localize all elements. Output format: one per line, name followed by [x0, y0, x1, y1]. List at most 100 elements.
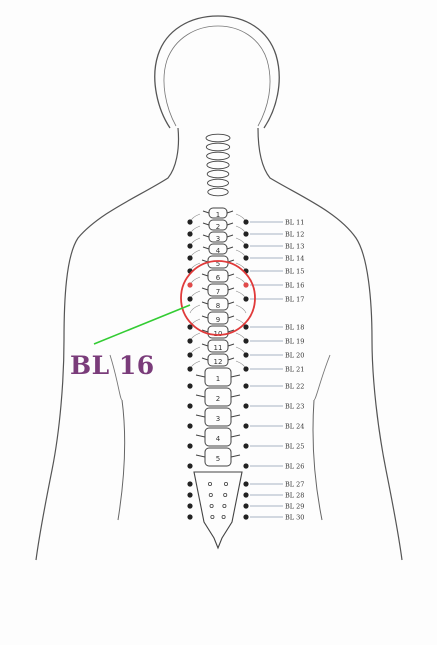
acupoint-label: BL 13	[285, 243, 304, 251]
acupoint-right	[243, 243, 249, 249]
acupoint-left	[187, 492, 193, 498]
sacral-foramen	[221, 515, 226, 520]
sacral-foramen	[210, 515, 215, 520]
acupoint-left	[187, 423, 193, 429]
transverse-process	[201, 357, 235, 361]
acupoint-label: BL 16	[285, 282, 304, 290]
transverse-process	[202, 210, 234, 214]
acupoint-left	[187, 219, 193, 225]
sacrum	[193, 471, 243, 550]
sacral-foramen	[209, 503, 214, 508]
acupoint-label: BL 18	[285, 324, 304, 332]
acupoint-label: BL 30	[285, 514, 304, 522]
transverse-process	[201, 273, 235, 277]
acupoint-left	[187, 352, 193, 358]
acupoint-right	[243, 514, 249, 520]
acupoint-left	[187, 231, 193, 237]
acupoint-right	[243, 481, 249, 487]
vertebra-number: 6	[216, 274, 221, 282]
vertebra-number: 10	[214, 330, 223, 338]
vertebra-number: 2	[216, 395, 220, 403]
acupoint-left	[187, 383, 193, 389]
acupoint-label: BL 22	[285, 383, 304, 391]
transverse-process	[202, 234, 234, 238]
acupoint-left	[187, 463, 193, 469]
transverse-process	[201, 259, 235, 263]
acupoint-label: BL 15	[285, 268, 304, 276]
vertebra-number: 7	[216, 288, 220, 296]
acupoint-label: BL 26	[285, 463, 304, 471]
transverse-process	[195, 414, 241, 418]
acupoint-right	[243, 443, 249, 449]
vertebra-number: 5	[216, 455, 220, 463]
vertebra-number: 4	[216, 435, 221, 443]
acupoint-left	[187, 403, 193, 409]
vertebra-number: 3	[216, 235, 220, 243]
acupoint-right	[243, 366, 249, 372]
acupoint-right	[243, 282, 249, 288]
sacral-foramen	[207, 481, 212, 486]
acupoint-left	[187, 338, 193, 344]
acupoint-right	[243, 423, 249, 429]
cervical-vertebra	[206, 160, 230, 170]
transverse-process	[202, 222, 234, 226]
acupoint-left	[187, 282, 193, 288]
sacral-foramen	[208, 492, 213, 497]
acupoint-left	[187, 503, 193, 509]
acupoint-right	[243, 219, 249, 225]
acupoint-right	[243, 492, 249, 498]
sacral-foramen	[223, 492, 228, 497]
acupoint-label: BL 17	[285, 296, 304, 304]
torso-left-outline	[35, 127, 180, 561]
acupoint-label: BL 12	[285, 231, 304, 239]
torso-right-outline	[257, 127, 403, 561]
transverse-process	[195, 434, 241, 438]
cervical-vertebra	[206, 151, 230, 161]
head-inner-outline	[163, 25, 271, 127]
acupoint-right	[243, 338, 249, 344]
transverse-process	[195, 374, 241, 378]
acupoint-right	[243, 255, 249, 261]
vertebra-number: 3	[216, 415, 220, 423]
acupoint-label: BL 25	[285, 443, 304, 451]
head-outline	[154, 15, 280, 129]
cervical-vertebra	[206, 169, 230, 179]
vertebra-number: 1	[216, 211, 220, 219]
sacral-foramen	[223, 481, 228, 486]
vertebra-number: 8	[216, 302, 220, 310]
acupoint-left	[187, 296, 193, 302]
acupoint-label: BL 27	[285, 481, 304, 489]
right-flank-line	[313, 354, 331, 401]
right-arm-inner-line	[312, 399, 323, 521]
rib-hint	[189, 304, 247, 314]
transverse-process	[201, 301, 235, 305]
cervical-vertebra	[207, 178, 229, 188]
cervical-vertebra	[205, 142, 231, 152]
callout-line	[93, 304, 191, 345]
acupoint-right	[243, 296, 249, 302]
vertebra-number: 9	[216, 316, 220, 324]
transverse-process	[201, 343, 235, 347]
acupoint-label: BL 28	[285, 492, 304, 500]
highlight-circle	[180, 260, 256, 336]
transverse-process	[195, 454, 241, 458]
transverse-process	[202, 246, 234, 250]
acupoint-label: BL 23	[285, 403, 304, 411]
acupoint-left	[187, 481, 193, 487]
acupoint-left	[187, 243, 193, 249]
acupoint-left	[187, 324, 193, 330]
acupoint-right	[243, 503, 249, 509]
acupoint-right	[243, 463, 249, 469]
vertebra-number: 5	[216, 260, 220, 268]
acupoint-left	[187, 443, 193, 449]
acupoint-label: BL 20	[285, 352, 304, 360]
transverse-process	[201, 287, 235, 291]
acupoint-right	[243, 231, 249, 237]
vertebra-number: 4	[216, 247, 221, 255]
sacral-foramen	[222, 503, 227, 508]
acupoint-left	[187, 514, 193, 520]
acupoint-right	[243, 403, 249, 409]
acupoint-label: BL 24	[285, 423, 304, 431]
